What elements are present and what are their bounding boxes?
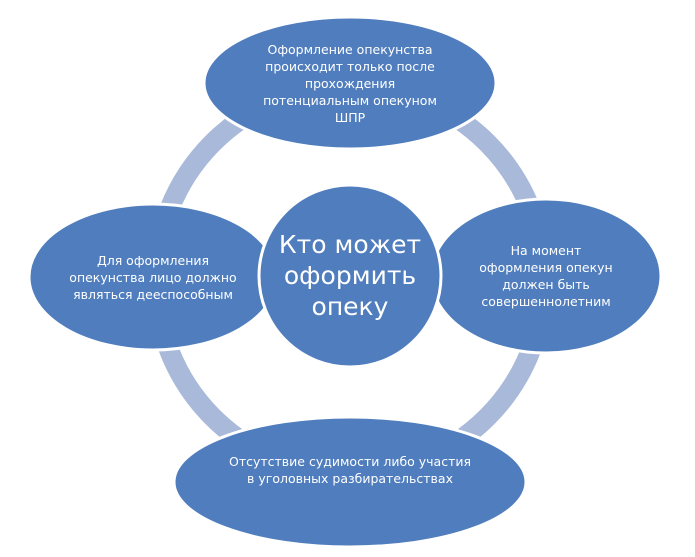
node-right-text: На момент оформления опекун должен быть …: [479, 243, 613, 309]
node-left-text: Для оформления опекунства лицо должно яв…: [69, 252, 237, 302]
node-bottom-shape: [172, 415, 528, 549]
node-bottom-text: Отсутствие судимости либо участия в угол…: [228, 454, 472, 486]
center-node-title: Кто может оформить опеку: [278, 229, 422, 321]
node-top-text: Оформление опекунства происходит только …: [263, 41, 437, 125]
center-node-shape: [257, 183, 443, 369]
node-top-shape: [202, 15, 498, 151]
